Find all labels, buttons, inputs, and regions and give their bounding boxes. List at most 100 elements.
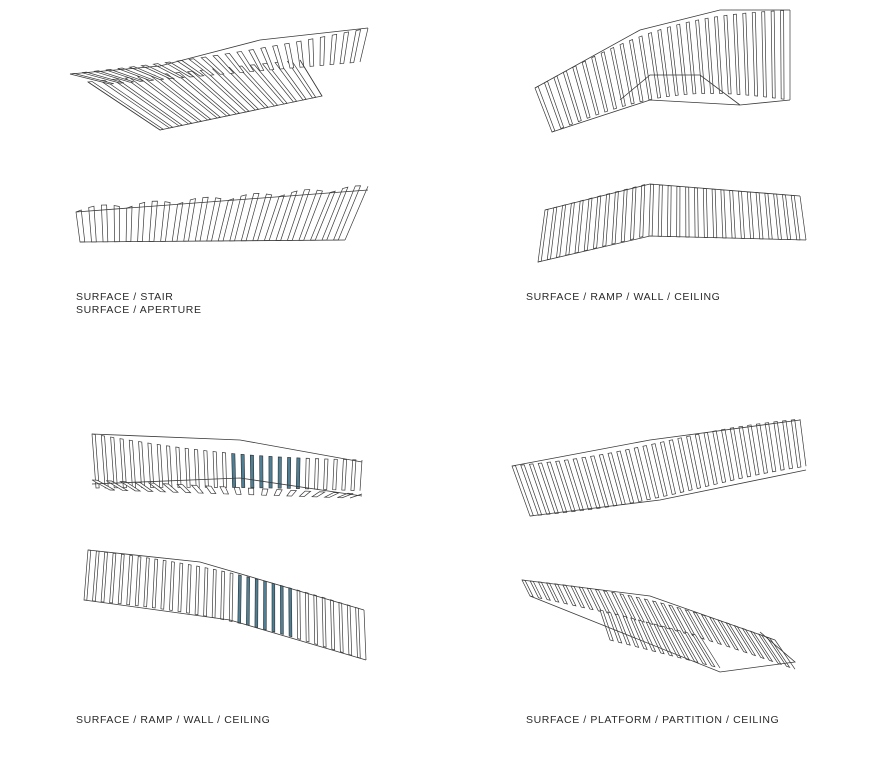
surface-rib [147, 482, 167, 493]
surface-rib [128, 66, 164, 80]
surface-rib [206, 197, 222, 242]
surface-rib [140, 64, 176, 80]
surface-rib [305, 591, 310, 643]
surface-rib [286, 489, 298, 497]
surface-rib [236, 51, 255, 73]
surface-rib [152, 63, 185, 79]
surface-rib [233, 486, 242, 495]
surface-rib [602, 193, 610, 247]
surface-rib [349, 29, 361, 64]
surface-rib [645, 621, 665, 655]
surface-rib [620, 188, 628, 243]
surface-rib [607, 611, 623, 644]
surface-rib [125, 205, 133, 243]
caption-surface-stair: SURFACE / STAIR [76, 291, 174, 303]
surface-rib [694, 433, 710, 487]
surface-rib [280, 584, 284, 635]
aperture-surface-elevation-drawing [75, 185, 369, 243]
surface-rib [738, 425, 752, 478]
surface-outline [521, 579, 776, 641]
surface-rib [194, 449, 200, 488]
surface-rib [619, 42, 635, 105]
ramp-wall-ceiling-elevation-drawing [537, 183, 807, 263]
surface-rib [138, 441, 146, 488]
surface-rib [668, 439, 685, 493]
surface-rib [599, 609, 614, 642]
surface-rib [694, 187, 699, 238]
surface-rib [186, 564, 192, 614]
surface-rib [277, 456, 282, 489]
surface-rib [261, 488, 269, 496]
surface-rib [657, 184, 663, 237]
surface-rib [591, 55, 609, 113]
ramp-wall-ceiling-2-perspective-drawing [91, 433, 363, 499]
surface-rib [563, 459, 584, 512]
surface-rib [721, 428, 735, 482]
surface-rib [600, 51, 617, 110]
surface-rib [764, 192, 773, 240]
surface-rib [246, 576, 250, 626]
surface-rib [113, 205, 120, 243]
surface-rib [134, 556, 142, 607]
surface-outline [544, 183, 801, 211]
surface-rib [633, 447, 651, 501]
surface-rib [635, 596, 654, 625]
surface-outline [511, 419, 801, 467]
surface-outline [69, 27, 369, 75]
surface-rib [774, 639, 796, 670]
surface-rib [720, 189, 727, 239]
surface-rib [273, 489, 283, 496]
surface-outline [79, 239, 346, 243]
surface-rib [175, 446, 182, 488]
surface-outline [619, 74, 741, 106]
surface-rib [751, 11, 758, 97]
surface-rib [738, 190, 745, 239]
surface-rib [780, 10, 785, 100]
surface-rib [88, 205, 97, 243]
surface-rib [92, 550, 100, 602]
surface-rib [188, 58, 215, 76]
surface-rib [359, 28, 369, 63]
surface-rib [183, 198, 196, 242]
surface-rib [286, 457, 292, 489]
surface-rib [685, 21, 697, 95]
surface-rib [212, 451, 218, 488]
ramp-wall-ceiling-perspective-drawing [534, 9, 791, 133]
surface-rib [240, 453, 246, 488]
surface-rib [212, 54, 235, 74]
surface-rib [101, 204, 109, 243]
surface-rib [231, 453, 237, 488]
surface-outline [87, 59, 323, 131]
surface-outline [529, 469, 807, 517]
surface-rib [746, 191, 755, 240]
surface-rib [254, 578, 259, 629]
surface-rib [602, 590, 620, 617]
surface-rib [685, 186, 690, 238]
surface-rib [799, 195, 807, 241]
surface-outline [537, 235, 807, 263]
surface-rib [657, 29, 670, 98]
surface-rib [248, 49, 265, 72]
surface-rib [363, 609, 367, 661]
surface-rib [338, 601, 344, 654]
surface-rib [237, 574, 242, 624]
surface-rib [194, 565, 200, 616]
surface-rib [742, 12, 750, 96]
surface-rib [160, 559, 167, 610]
surface-rib [203, 450, 209, 488]
surface-rib [260, 47, 275, 71]
surface-rib [611, 591, 628, 619]
surface-rib [648, 183, 654, 237]
surface-rib [93, 70, 134, 83]
surface-outline [83, 599, 367, 661]
surface-rib [630, 186, 637, 241]
platform-partition-ceiling-perspective-drawing [511, 419, 807, 517]
surface-rib [203, 567, 209, 617]
surface-outline [91, 433, 363, 463]
surface-rib [109, 552, 117, 604]
surface-rib [729, 427, 743, 480]
surface-rib [702, 188, 708, 238]
caption-surface-ramp-wall-ceiling-top: SURFACE / RAMP / WALL / CEILING [526, 291, 721, 303]
surface-rib [224, 52, 245, 73]
